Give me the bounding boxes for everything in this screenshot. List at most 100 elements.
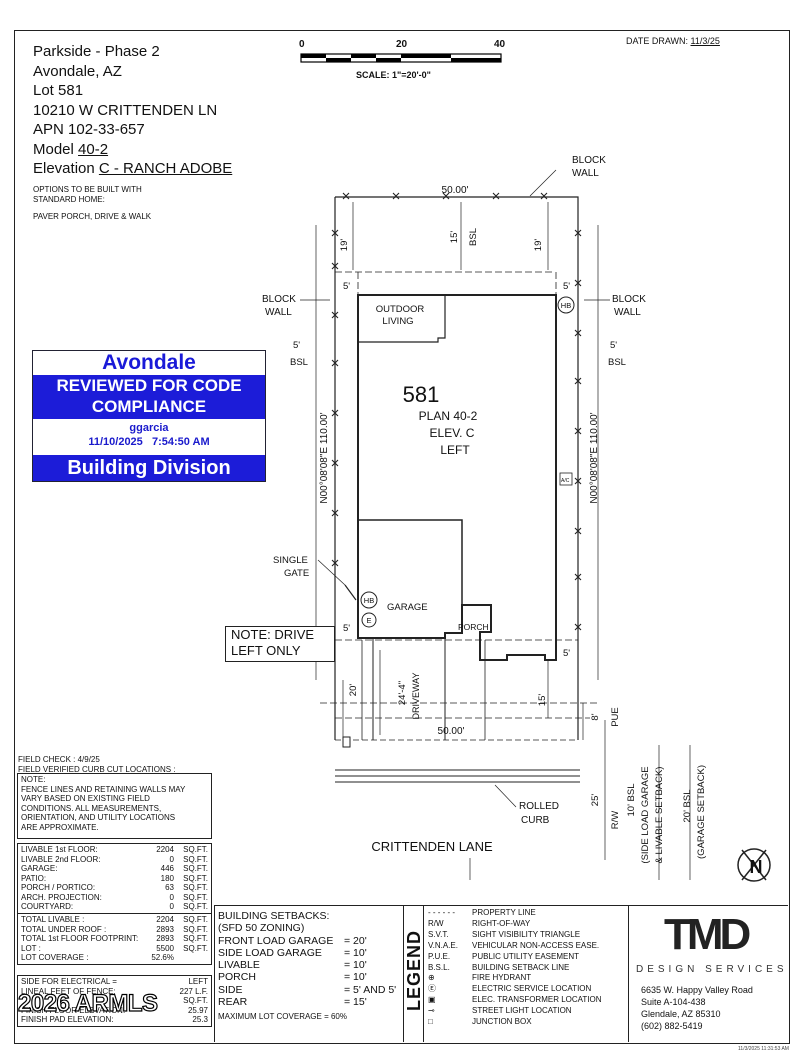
setback-label: SIDE LOAD GARAGE [218,946,322,959]
legend-title: LEGEND [404,930,424,1012]
hidden-row: SQ.FT. [21,996,208,1006]
code-review-stamp: Avondale REVIEWED FOR CODE COMPLIANCE gg… [32,350,266,482]
stamp-line: REVIEWED FOR CODE [56,376,242,395]
setback-value: = 5' AND 5' [344,983,397,996]
site-plan: 581 PLAN 40-2 ELEV. C LEFT OUTDOOR LIVIN… [262,155,771,882]
scale-label: SCALE: 1"=20'-0" [356,70,431,80]
date-drawn: DATE DRAWN: 11/3/25 [626,36,720,46]
areas-label: LIVABLE 1st FLOOR: [21,845,98,854]
stamp-reviewer: ggarcia 11/10/2025 7:54:50 AM [33,421,265,453]
driveway-label: DRIVEWAY [411,672,421,719]
setback-value: = 10' [344,971,367,984]
legend-symbol: Ⓔ [428,984,436,994]
extra-table: SIDE FOR ELECTRICAL =LEFT LINEAL FEET OF… [17,975,212,1027]
setbacks-max: MAXIMUM LOT COVERAGE = 60% [218,1012,347,1022]
company-address: 6635 W. Happy Valley Road Suite A-104-43… [641,984,753,1032]
rw-label: R/W [610,811,621,830]
block-wall-label: WALL [265,307,292,318]
note-line: ORIENTATION, AND UTILITY LOCATIONS [21,813,176,822]
block-wall-label: BLOCK [572,155,606,166]
dim-20: 20' [348,684,359,697]
title-block-top-rule [214,905,788,906]
finish-pad-row: FINISH PAD ELEVATION:25.3 [21,1015,208,1025]
single-gate-label: GATE [284,568,309,579]
legend-text: ELEC. TRANSFORMER LOCATION [472,995,602,1005]
areas-label: PATIO: [21,873,47,883]
legend-row: ⊸STREET LIGHT LOCATION [428,1006,602,1017]
totals-unit: SQ.FT. [183,934,208,943]
totals-label: TOTAL 1st FLOOR FOOTPRINT: [21,934,139,943]
company-logo: TMD [664,910,751,959]
field-check-line: FIELD VERIFIED CURB CUT LOCATIONS : [18,764,176,774]
areas-value: 0 [169,854,174,864]
totals-unit: SQ.FT. [183,943,208,953]
garage-label: GARAGE [387,602,428,613]
areas-value: 0 [169,892,174,902]
totals-label: TOTAL LIVABLE : [21,915,85,924]
bsl20: 20' BSL [682,790,693,823]
drive-note-line: NOTE: DRIVE [231,627,315,642]
scale-tick-0: 0 [299,39,305,50]
legend-row: - - - - - -PROPERTY LINE [428,908,602,919]
note-title: NOTE: [21,775,46,784]
divider [423,905,424,1042]
apn-label: APN [33,121,64,138]
fence-row: LINEAL FEET OF FENCE:227 L.F. [21,987,208,997]
setback-value: = 10' [344,959,367,972]
sheet-border [14,30,790,1044]
dim-25: 25' [590,794,601,807]
ac-label: A/C [561,478,570,484]
bsl10: & LIVABLE SETBACK) [654,767,665,864]
dim-15: 15' [537,694,548,707]
date-drawn-value: 11/3/25 [690,36,720,46]
porch-label: PORCH [458,622,489,632]
legend-text: STREET LIGHT LOCATION [472,1006,572,1016]
plan-name: PLAN 40-2 [419,409,478,423]
rolled-curb-label: ROLLED [519,801,559,812]
scale-bar [300,53,502,63]
stamp-user: ggarcia [129,422,169,434]
setback-value: = 20' [344,934,367,947]
model: 40-2 [78,140,109,158]
legend-text: FIRE HYDRANT [472,973,532,983]
areas-value: 446 [160,864,174,873]
lot-label: Lot [33,82,54,99]
legend-row: ▣ELEC. TRANSFORMER LOCATION [428,995,602,1006]
plan-elevation: ELEV. C [430,426,475,440]
fence-label: LINEAL FEET OF FENCE: [21,986,116,996]
street-address: 10210 W CRITTENDEN LN [33,101,218,119]
stamp-division: Building Division [33,455,265,481]
block-wall-label: WALL [614,307,641,318]
drive-note-line: LEFT ONLY [231,643,301,658]
legend-text: ELECTRIC SERVICE LOCATION [472,984,592,994]
north-label: N [750,857,763,877]
setback-label: LIVABLE [218,959,260,972]
lot-number: 581 [58,82,84,99]
legend-symbol: R/W [428,918,444,928]
legend-row: B.S.L.BUILDING SETBACK LINE [428,963,602,974]
note-line: CONDITIONS. ALL MEASUREMENTS, [21,803,162,813]
city: Avondale, AZ [33,62,122,80]
divider [628,905,629,1042]
setbacks-title: BUILDING SETBACKS: [218,910,330,922]
address-line: 6635 W. Happy Valley Road [641,985,753,995]
outdoor-label: LIVING [382,316,413,327]
bsl-label: BSL [290,357,308,368]
driveway-dim: 24'-4" [397,681,408,705]
legend-symbol: V.N.A.E. [428,940,458,950]
areas-unit: SQ.FT. [183,902,208,911]
bsl10: 10' BSL [626,784,637,817]
areas-label: PORCH / PORTICO: [21,883,96,892]
options-line: OPTIONS TO BE BUILT WITH [33,185,142,194]
setback-label: SIDE [218,983,243,996]
